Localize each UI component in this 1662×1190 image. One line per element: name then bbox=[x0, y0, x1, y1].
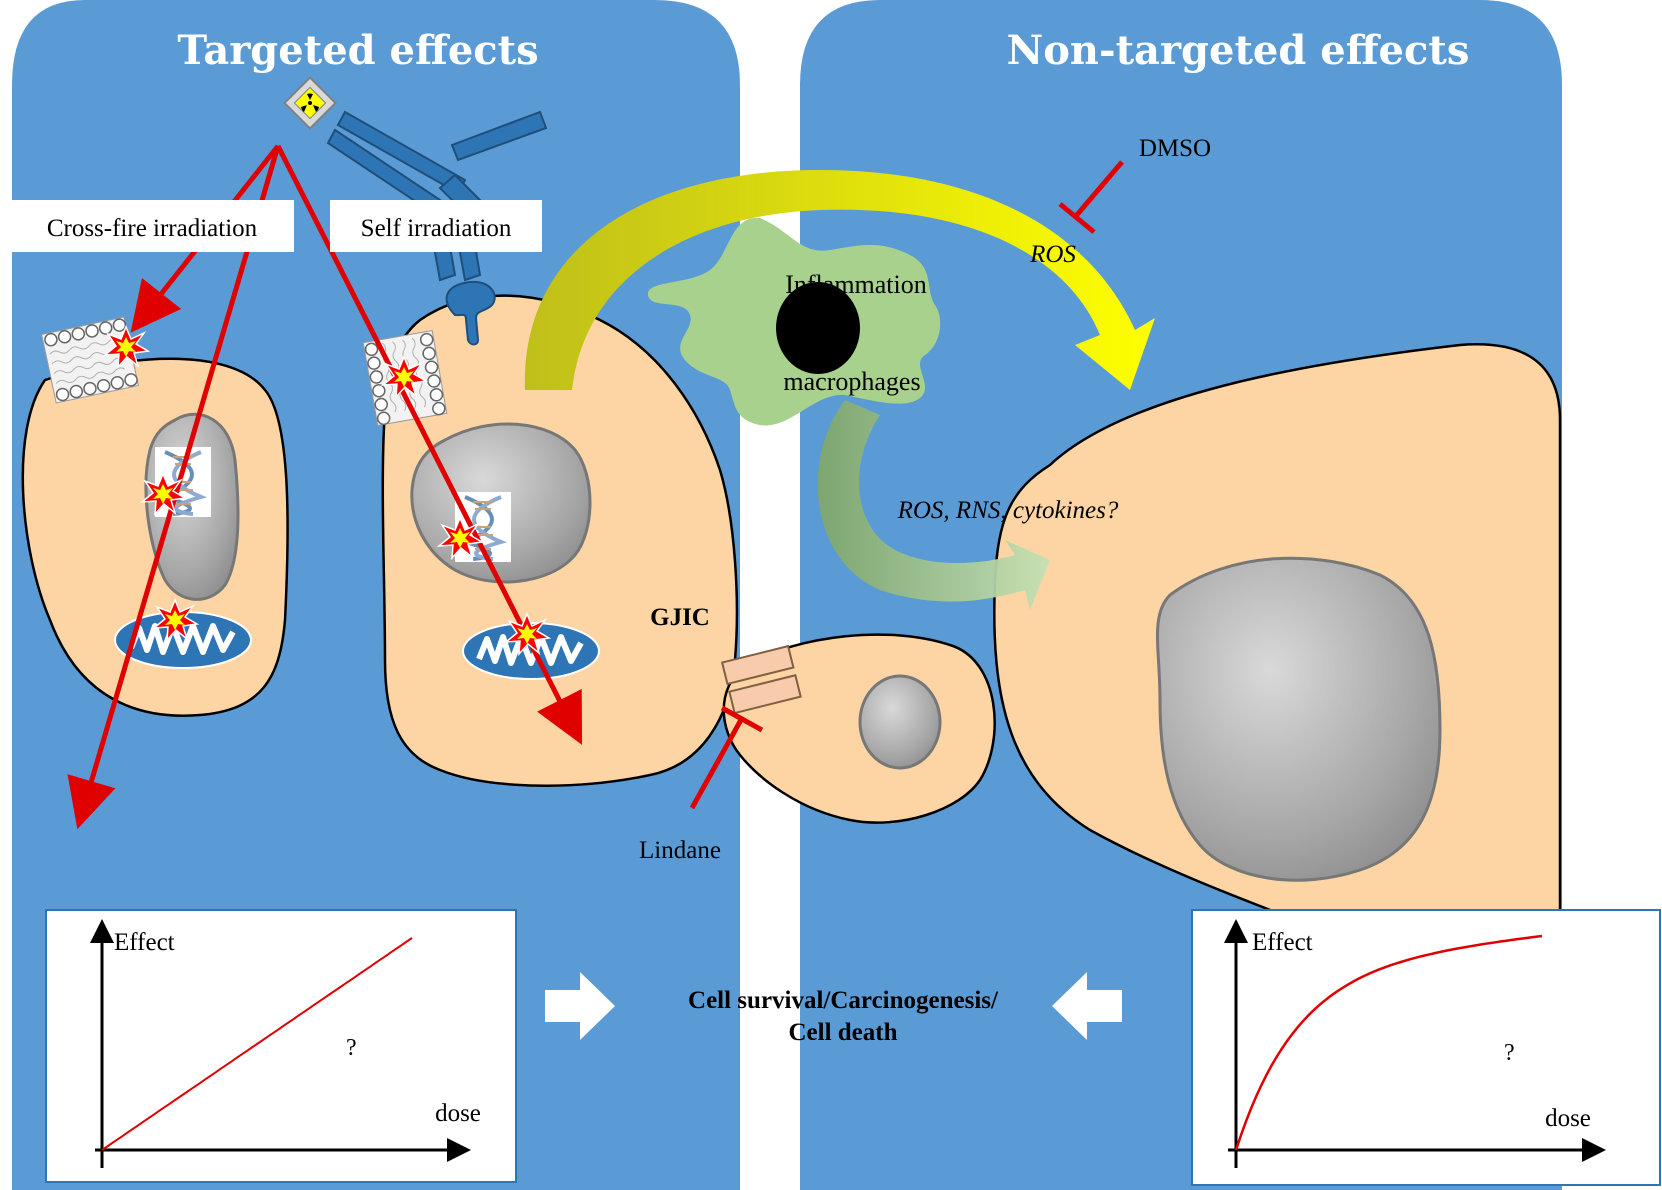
ros-label: ROS bbox=[1029, 241, 1076, 268]
graph-y-label: Effect bbox=[114, 929, 175, 956]
radiation-icon bbox=[301, 93, 319, 112]
inhibition-icon bbox=[1058, 160, 1124, 234]
dose-response-curve bbox=[101, 937, 413, 1151]
ros-rns-cytokines-label: ROS, RNS, cytokines? bbox=[897, 497, 1119, 524]
macrophages-label: macrophages bbox=[783, 367, 920, 396]
cross-fire-label: Cross-fire irradiation bbox=[47, 215, 258, 242]
graph-y-label: Effect bbox=[1252, 929, 1313, 956]
non-targeted-dose-response-graph: Effect dose ? bbox=[1191, 909, 1661, 1186]
targeted-dose-response-graph: Effect dose ? bbox=[45, 909, 517, 1183]
graph-frame bbox=[45, 909, 517, 1183]
receptor-icon bbox=[445, 280, 496, 346]
gap-junction-icon bbox=[720, 644, 802, 715]
gjic-label: GJIC bbox=[650, 604, 710, 631]
dmso-label: DMSO bbox=[1139, 135, 1211, 162]
outcome-arrow-left bbox=[545, 972, 615, 1040]
bystander-nucleus-large bbox=[1156, 556, 1442, 882]
cross-fire-label-box bbox=[12, 200, 294, 252]
graph-x-label: dose bbox=[1545, 1105, 1591, 1132]
macrophage-nucleus bbox=[776, 282, 860, 374]
dose-response-curve bbox=[1234, 934, 1543, 1151]
self-irradiation-label-box bbox=[330, 200, 542, 252]
graph-question-mark: ? bbox=[346, 1035, 357, 1061]
graph-x-label: dose bbox=[435, 1100, 481, 1127]
ros-signal-arrow bbox=[524, 170, 1155, 390]
graph-question-mark: ? bbox=[1504, 1040, 1515, 1066]
outcome-label-line1: Cell survival/Carcinogenesis/ bbox=[688, 987, 999, 1014]
self-irradiation-label: Self irradiation bbox=[361, 215, 512, 242]
targeted-effects-title: Targeted effects bbox=[177, 27, 538, 74]
macrophage-signal-arrow bbox=[817, 400, 1050, 610]
non-targeted-effects-title: Non-targeted effects bbox=[1007, 27, 1470, 74]
bystander-nucleus-small bbox=[858, 674, 942, 770]
inflammation-label: Inflammation bbox=[785, 270, 927, 299]
outcome-label-line2: Cell death bbox=[788, 1019, 897, 1046]
outcome-arrow-right bbox=[1052, 972, 1122, 1040]
inhibition-icon bbox=[689, 705, 764, 810]
lindane-label: Lindane bbox=[639, 837, 721, 864]
